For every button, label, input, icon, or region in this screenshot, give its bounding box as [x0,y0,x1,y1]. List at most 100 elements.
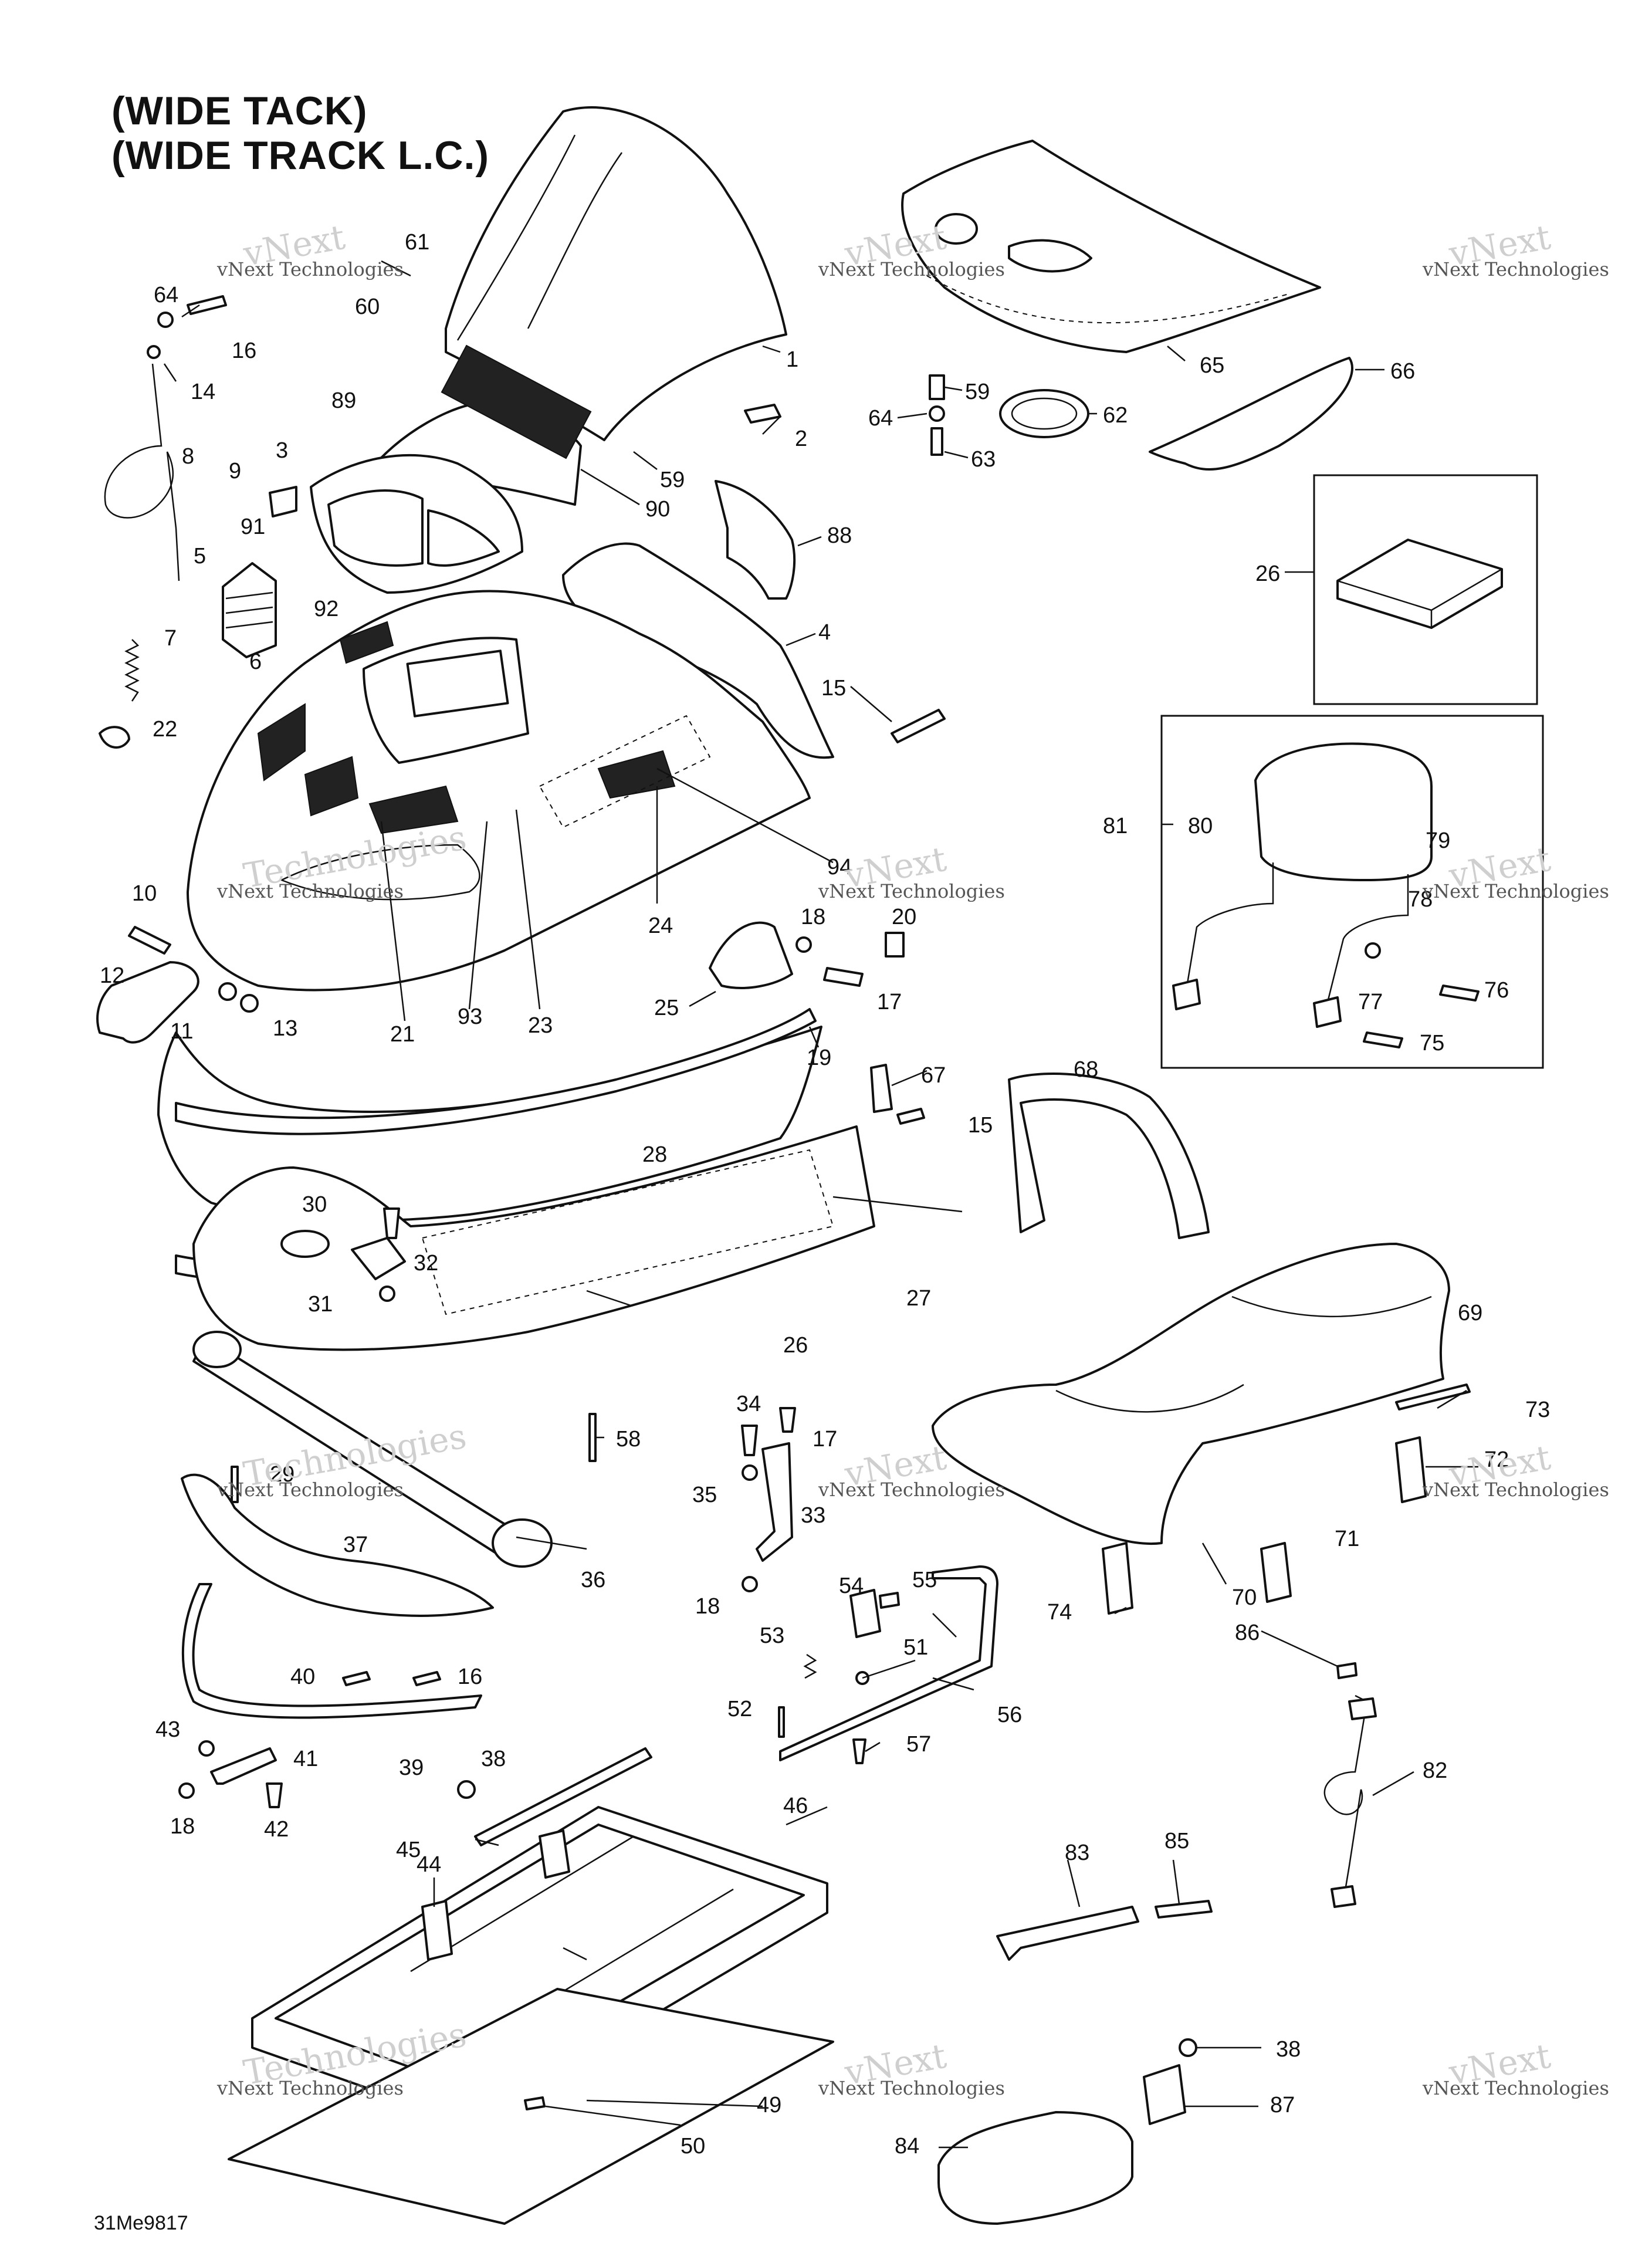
label-59: 59 [965,380,990,404]
strip-part-67 [870,1064,893,1113]
pin-part-55 [879,1592,900,1609]
label-16: 16 [232,339,256,363]
label-54: 54 [839,1574,864,1598]
label-39: 39 [399,1755,424,1780]
label-19: 19 [807,1046,831,1070]
bracket-part-74 [1102,1542,1133,1615]
label-34: 34 [736,1392,761,1416]
fastener-59-64-63 [929,374,945,456]
cable-part-8 [104,363,180,581]
label-72: 72 [1484,1447,1509,1472]
spring-part-53 [803,1653,817,1679]
label-62: 62 [1103,403,1128,428]
screw-part-57 [852,1738,866,1764]
label-40: 40 [290,1665,315,1689]
label-11: 11 [170,1019,193,1044]
label-76: 76 [1484,978,1509,1003]
windshield-part-1 [445,106,787,441]
bolt-part-17-mount [779,1407,796,1433]
diagram-title-line-2: (WIDE TRACK L.C.) [111,133,490,178]
label-30: 30 [302,1192,327,1217]
tether-part-82 [1323,1694,1368,1902]
label-22: 22 [153,717,177,742]
label-65: 65 [1200,353,1224,378]
clip-part-22 [99,726,130,749]
label-85: 85 [1164,1829,1189,1853]
fastener-part-86 [1336,1662,1358,1679]
label-38: 38 [481,1747,506,1771]
label-78: 78 [1408,887,1433,912]
strip-part-45 [474,1747,652,1846]
label-59: 59 [660,468,685,492]
label-61: 61 [405,230,429,255]
label-50: 50 [681,2134,705,2159]
drawing-code: 31Me9817 [94,2212,188,2234]
grille-part-90 [441,344,592,459]
hood-part-6 [187,590,811,992]
label-58: 58 [616,1427,641,1452]
label-77: 77 [1358,990,1383,1014]
label-90: 90 [645,497,670,522]
bolt-part-75 [1363,1031,1403,1048]
pin-part-15-lower [896,1108,925,1125]
bracket-part-71 [1260,1542,1292,1603]
washer-part-38-upper [457,1780,476,1799]
label-1: 1 [786,347,798,372]
backrest-pad-part-80 [1254,742,1433,881]
nut-part-31 [379,1286,395,1302]
bumper-strap-part-12 [96,961,199,1044]
console-cover-part-65 [901,140,1321,353]
backrest-frame-part-78 [1184,862,1409,1010]
lower-pan [192,1125,875,1351]
post-part-44 [421,1900,453,1961]
bolt-part-10 [128,926,171,955]
screw-part-30 [383,1207,400,1239]
foam-pad-part-26 [1336,539,1503,629]
label-75: 75 [1420,1031,1444,1056]
label-68: 68 [1074,1057,1098,1082]
label-42: 42 [264,1817,289,1842]
label-41: 41 [293,1747,318,1771]
latch-part-54 [849,1589,881,1638]
label-46: 46 [783,1794,808,1818]
bracket-part-87 [1143,2064,1186,2125]
bracket-part-83 [996,1906,1139,1961]
trim-part-37 [181,1473,494,1617]
washer-part-35 [742,1464,758,1481]
label-82: 82 [1423,1758,1447,1783]
trim-part-66 [1149,357,1353,471]
label-69: 69 [1458,1301,1482,1325]
label-52: 52 [727,1697,752,1721]
bracket-part-32 [351,1237,406,1280]
label-87: 87 [1270,2093,1295,2117]
label-13: 13 [273,1016,297,1041]
label-3: 3 [276,438,288,463]
label-27: 27 [906,1286,931,1311]
label-88: 88 [827,523,852,548]
label-49: 49 [757,2093,781,2117]
label-38: 38 [1276,2037,1301,2062]
label-18: 18 [695,1594,720,1619]
label-36: 36 [581,1568,605,1592]
label-4: 4 [818,620,831,645]
bar-part-39 [181,1583,482,1719]
grab-handle-part-68 [1008,1073,1210,1239]
label-81: 81 [1103,814,1128,838]
clip-part-2 [744,404,781,424]
bracket-part-88 [715,480,796,600]
label-7: 7 [164,626,177,651]
bracket-part-41 [210,1747,277,1785]
pin-part-52 [778,1706,785,1738]
label-8: 8 [182,444,194,469]
label-37: 37 [343,1533,368,1557]
label-9: 9 [229,459,241,483]
pin-part-29 [231,1466,239,1503]
label-14: 14 [191,380,215,404]
label-18: 18 [170,1814,195,1839]
label-94: 94 [827,855,852,879]
label-60: 60 [355,295,380,319]
label-17: 17 [877,990,902,1014]
screw-part-50 [524,2096,546,2110]
